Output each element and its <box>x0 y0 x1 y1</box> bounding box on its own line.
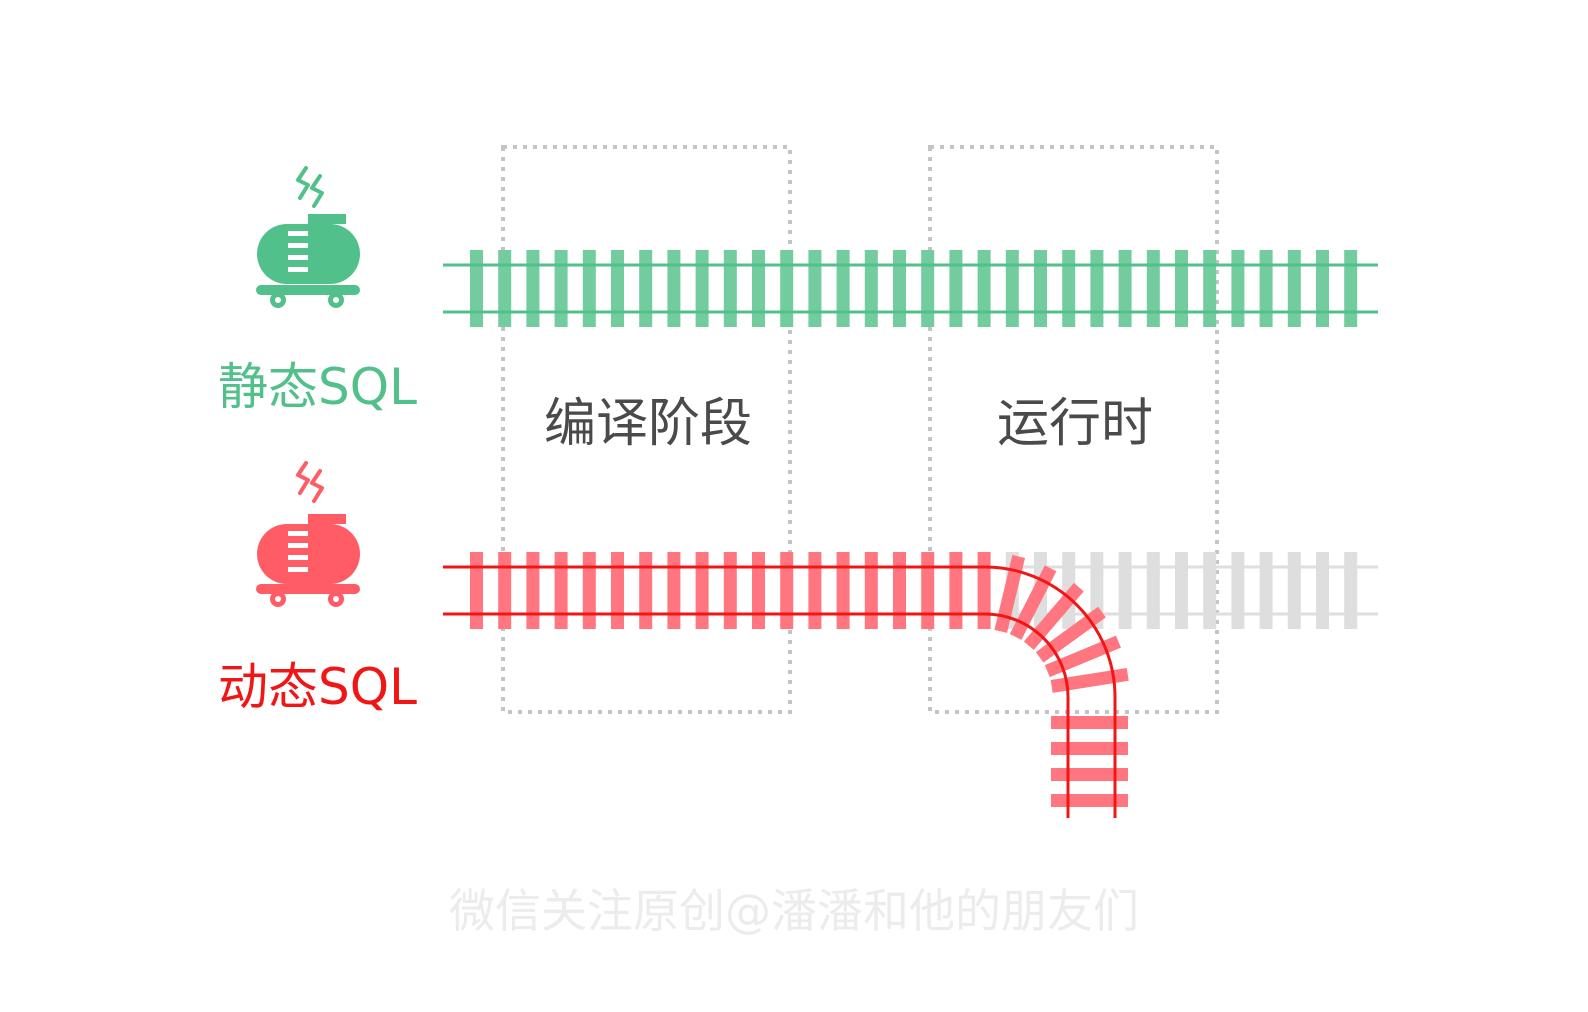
static-track-tie <box>752 250 765 327</box>
static-sql-label: 静态SQL <box>218 358 417 416</box>
static-track-tie <box>1062 250 1076 327</box>
dynamic-track-tie <box>470 552 483 629</box>
static-track-tie <box>554 250 568 327</box>
dynamic-track-curve-tie-group <box>994 554 1026 633</box>
abandoned-track-tie <box>1316 552 1329 629</box>
dynamic-track-tie <box>582 552 596 629</box>
static-track-tie <box>1175 250 1188 327</box>
static-track-tie <box>1146 250 1160 327</box>
dynamic-track-tie <box>780 552 794 629</box>
dynamic-track-down-tie <box>1051 768 1128 781</box>
static-track-tie <box>836 250 850 327</box>
dynamic-track-tie <box>864 552 878 629</box>
stage-runtime-label: 运行时 <box>996 394 1153 454</box>
static-track-tie <box>1231 250 1245 327</box>
static-track-tie <box>780 250 794 327</box>
static-track-tie <box>949 250 963 327</box>
static-track-tie <box>864 250 878 327</box>
abandoned-track-tie <box>1203 552 1217 629</box>
dynamic-track-tie <box>921 552 935 629</box>
static-track-tie <box>808 250 822 327</box>
static-track-tie <box>470 250 483 327</box>
abandoned-track-tie <box>1146 552 1160 629</box>
static-track-ties <box>470 250 1358 327</box>
dynamic-track-tie <box>977 552 991 629</box>
static-track-tie <box>498 250 512 327</box>
abandoned-track-tie <box>1175 552 1188 629</box>
dynamic-track-tie <box>808 552 822 629</box>
static-track-tie <box>582 250 596 327</box>
static-track-tie <box>1259 250 1273 327</box>
dynamic-track-ties <box>470 552 991 629</box>
tank-car-icon <box>256 166 360 308</box>
static-track-tie <box>1118 250 1132 327</box>
dynamic-track-tie <box>639 552 653 629</box>
static-track <box>443 250 1378 327</box>
static-track-tie <box>977 250 991 327</box>
static-track-tie <box>1316 250 1329 327</box>
tank-car-icon <box>256 461 360 607</box>
dynamic-track-down-ties <box>1051 716 1128 807</box>
dynamic-track-tie <box>723 552 737 629</box>
static-track-tie <box>1034 250 1047 327</box>
static-track-tie <box>611 250 624 327</box>
dynamic-track <box>443 552 1378 818</box>
abandoned-track-tie <box>1259 552 1273 629</box>
static-track-tie <box>639 250 653 327</box>
abandoned-track-tie <box>1344 552 1358 629</box>
stage-compile-label: 编译阶段 <box>543 394 752 454</box>
dynamic-track-curve-tie <box>994 554 1026 633</box>
dynamic-sql-label: 动态SQL <box>218 658 417 716</box>
dynamic-track-tie <box>554 552 568 629</box>
dynamic-track-tie <box>695 552 709 629</box>
dynamic-track-rail-outer <box>443 565 1117 818</box>
static-track-tie <box>723 250 737 327</box>
dynamic-track-tie <box>949 552 963 629</box>
static-track-tie <box>1287 250 1301 327</box>
abandoned-track-tie <box>1287 552 1301 629</box>
dynamic-track-tie <box>611 552 624 629</box>
static-track-tie <box>1203 250 1217 327</box>
dynamic-track-curve-tie-group <box>1050 667 1129 693</box>
static-track-tie <box>1344 250 1358 327</box>
abandoned-track-tie <box>1118 552 1132 629</box>
static-track-tie <box>667 250 681 327</box>
abandoned-track-tie <box>1231 552 1245 629</box>
stage-box-compile <box>501 145 792 714</box>
dynamic-track-down-tie <box>1051 794 1128 807</box>
dynamic-track-rail-inner <box>443 612 1070 818</box>
stage-box-runtime <box>928 145 1219 714</box>
static-track-tie <box>893 250 906 327</box>
static-track-tie <box>695 250 709 327</box>
dynamic-track-tie <box>498 552 512 629</box>
dynamic-track-tie <box>836 552 850 629</box>
dynamic-track-down-tie <box>1051 742 1128 755</box>
static-track-tie <box>1005 250 1019 327</box>
static-track-tie <box>526 250 540 327</box>
dynamic-track-tie <box>893 552 906 629</box>
dynamic-track-down-tie <box>1051 716 1128 729</box>
static-track-tie <box>921 250 935 327</box>
watermark: 微信关注原创@潘潘和他的朋友们 <box>449 884 1139 938</box>
static-track-tie <box>1090 250 1104 327</box>
dynamic-track-tie <box>667 552 681 629</box>
dynamic-track-curve-tie <box>1050 667 1129 693</box>
dynamic-track-tie <box>752 552 765 629</box>
dynamic-track-tie <box>526 552 540 629</box>
